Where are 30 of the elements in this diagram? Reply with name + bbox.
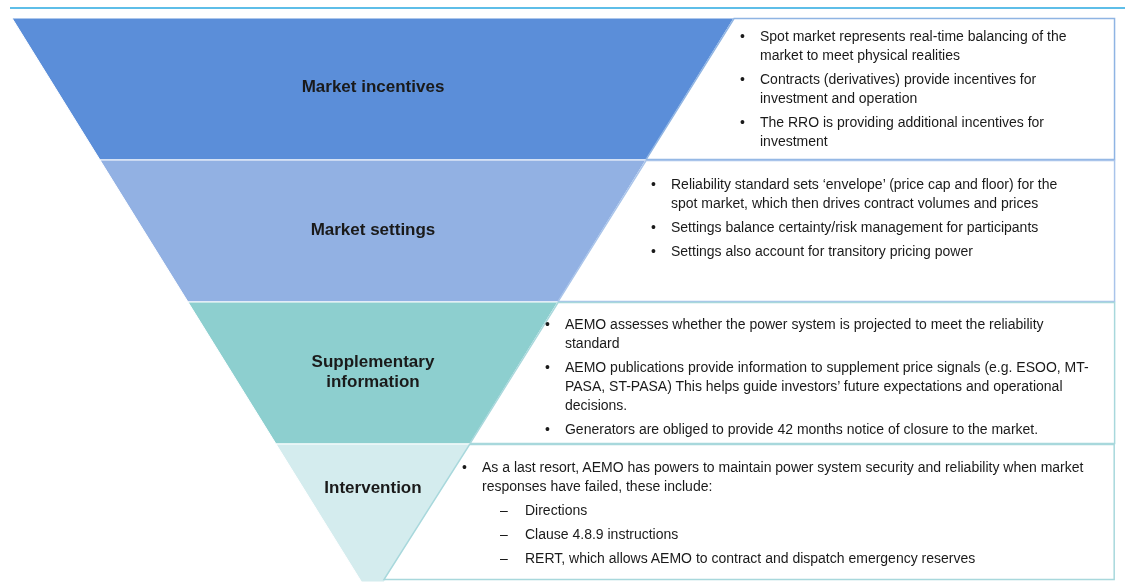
bullet-marker: • [651,218,656,237]
bullet-marker: • [651,242,656,261]
tier-title: Market settings [309,220,437,240]
sub-bullet-point: RERT, which allows AEMO to contract and dispatch emergency reserves [525,549,977,568]
bullet-point: AEMO assesses whether the power system is projected to meet the reliability standard [565,315,1045,353]
bullet-marker: • [545,315,550,334]
bullet-marker: • [740,70,745,89]
bullet-point: AEMO publications provide information to supplement price signals (e.g. ESOO, MT-PASA, ST-PASA) This helps guide investors’ future expectations and operational decisions. [565,358,1090,415]
bullet-marker: • [462,458,467,477]
sub-bullet-point: Clause 4.8.9 instructions [525,525,680,544]
bullet-marker: • [545,358,550,377]
dash-marker: – [500,501,508,520]
bullet-point: Reliability standard sets ‘envelope’ (price cap and floor) for the spot market, which then drives contract volumes and prices [671,175,1059,213]
bullet-marker: • [545,420,550,439]
bullet-point: The RRO is providing additional incentives for investment [760,113,1045,151]
bullet-point: Generators are obliged to provide 42 months notice of closure to the market. [565,420,1040,439]
sub-bullet-point: Directions [525,501,589,520]
dash-marker: – [500,525,508,544]
tier-title: Market incentives [300,77,446,97]
tier-title: Intervention [323,478,423,498]
bullet-point: As a last resort, AEMO has powers to maintain power system security and reliability when market responses have failed, these include: [482,458,1085,496]
bullet-marker: • [651,175,656,194]
bullet-point: Spot market represents real-time balancing of the market to meet physical realities [760,27,1068,65]
bullet-marker: • [740,113,745,132]
bullet-point: Contracts (derivatives) provide incentives for investment and operation [760,70,1038,108]
bullet-marker: • [740,27,745,46]
bullet-point: Settings also account for transitory pricing power [671,242,974,261]
tier-title: Supplementary information [310,352,436,392]
dash-marker: – [500,549,508,568]
bullet-point: Settings balance certainty/risk management for participants [671,218,1040,237]
